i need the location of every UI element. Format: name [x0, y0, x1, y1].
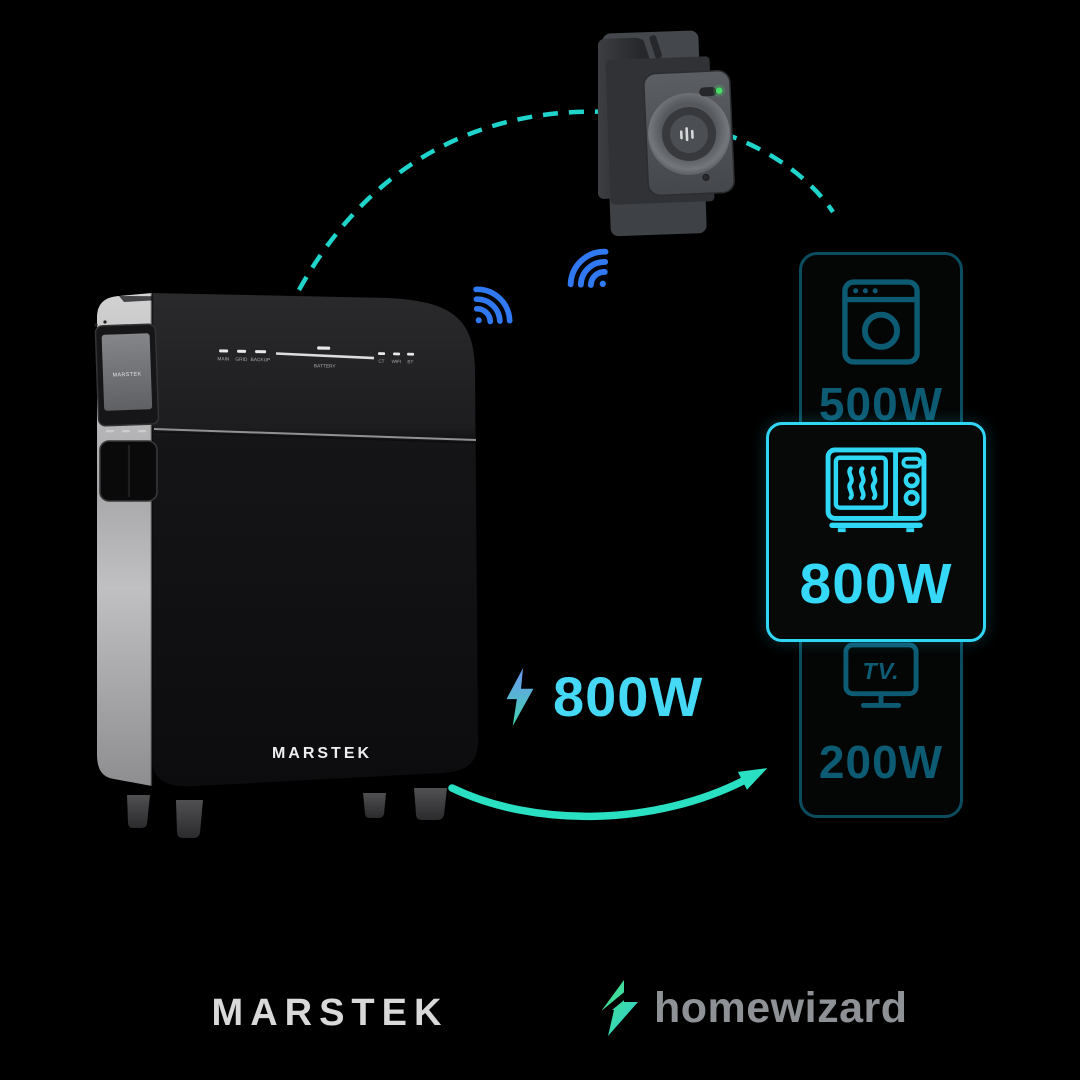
- battery-feet: [127, 788, 447, 838]
- gauge-label: BATTERY: [314, 363, 337, 369]
- microwave-power-label: 800W: [799, 552, 953, 616]
- led-label: WIFI: [392, 359, 402, 364]
- power-flow-arrow: [448, 768, 768, 821]
- homewizard-logo-text: homewizard: [654, 983, 908, 1032]
- screen-brand-label: MARSTEK: [112, 371, 141, 378]
- washer-power-label: 500W: [818, 378, 944, 430]
- marstek-logo: MARSTEK: [211, 992, 449, 1034]
- battery-brand-label: MARSTEK: [272, 745, 372, 762]
- status-led: [715, 87, 723, 94]
- meter-switch: [699, 87, 717, 97]
- meter-front-panel: [643, 69, 735, 197]
- microwave-icon: [825, 447, 927, 533]
- appliance-microwave-highlight: 800W: [766, 422, 986, 642]
- marstek-battery-image: MAIN GRID BACKUP BATTERY CT WIFI BT MARS…: [94, 293, 478, 838]
- battery-indicator-row: MAIN GRID BACKUP BATTERY CT WIFI BT: [217, 346, 415, 370]
- led-label: MAIN: [217, 356, 230, 362]
- tv-icon: TV.: [843, 642, 919, 708]
- battery-gauge-bar: [275, 352, 375, 360]
- homewizard-mark-icon: [679, 127, 694, 142]
- flow-power-text: 800W: [553, 665, 704, 728]
- tv-icon-label: TV.: [862, 658, 899, 684]
- washing-machine-icon: [842, 279, 920, 365]
- wifi-signal-icon: [473, 286, 513, 325]
- meter-button: [702, 173, 710, 181]
- battery-screen-module: MARSTEK: [94, 323, 160, 427]
- arrowhead: [737, 768, 768, 790]
- appliance-tv: TV. 200W: [802, 641, 960, 789]
- battery-divider-line: [153, 428, 477, 441]
- appliance-washer: 500W: [802, 279, 960, 431]
- led-label: BT: [407, 359, 413, 364]
- battery-handle: [99, 440, 158, 502]
- led-label: BACKUP: [250, 357, 270, 363]
- homewizard-bolt-icon: [598, 980, 638, 1036]
- battery-front-face: [152, 293, 478, 787]
- tv-power-label: 200W: [818, 736, 944, 788]
- homewizard-logo: homewizard: [598, 978, 908, 1038]
- power-flow-label: 800W: [505, 664, 703, 729]
- side-port-marks: [106, 430, 146, 433]
- lightning-bolt-icon: [506, 667, 534, 726]
- dashed-connection-arc: [297, 109, 835, 292]
- homewizard-meter-image: [598, 30, 735, 237]
- wifi-signal-icon: [567, 248, 609, 288]
- led-label: CT: [378, 359, 384, 364]
- led-label: GRID: [235, 357, 248, 363]
